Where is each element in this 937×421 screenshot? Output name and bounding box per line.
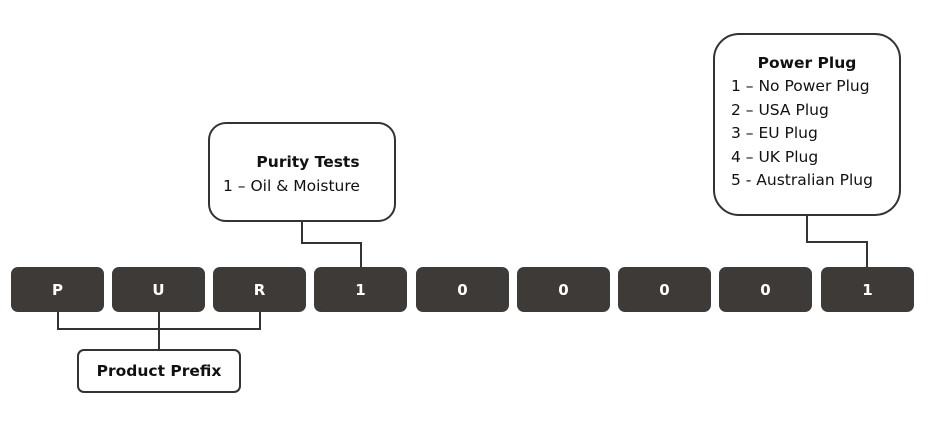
prefix-bracket	[158, 312, 160, 349]
power-plug-title: Power Plug	[757, 54, 857, 72]
purity-connector	[301, 242, 362, 244]
code-segment-power-plug: 1	[821, 267, 914, 312]
product-prefix-title: Product Prefix	[96, 362, 222, 380]
power-plug-item: 3 – EU Plug	[731, 124, 818, 142]
product-prefix-label: Product Prefix	[77, 349, 241, 393]
code-segment-u: U	[112, 267, 205, 312]
code-segment-digit-8: 0	[719, 267, 812, 312]
purity-tests-item: 1 – Oil & Moisture	[223, 177, 360, 195]
power-plug-item: 5 - Australian Plug	[731, 171, 873, 189]
code-segment-digit-7: 0	[618, 267, 711, 312]
purity-tests-callout: Purity Tests 1 – Oil & Moisture	[208, 122, 396, 222]
purity-connector	[301, 222, 303, 243]
prefix-bracket	[57, 312, 59, 329]
power-plug-connector	[806, 216, 808, 242]
purity-connector	[360, 242, 362, 267]
power-plug-connector	[866, 241, 868, 267]
code-segment-digit-5: 0	[416, 267, 509, 312]
power-plug-connector	[806, 241, 868, 243]
purity-tests-title: Purity Tests	[256, 153, 360, 171]
prefix-bracket	[57, 328, 261, 330]
power-plug-item: 2 – USA Plug	[731, 100, 829, 119]
prefix-bracket	[259, 312, 261, 329]
code-segment-purity: 1	[314, 267, 407, 312]
power-plug-callout: Power Plug 1 – No Power Plug 2 – USA Plu…	[713, 33, 901, 216]
power-plug-item: 1 – No Power Plug	[731, 77, 870, 95]
power-plug-item: 4 – UK Plug	[731, 147, 819, 166]
code-segment-p: P	[11, 267, 104, 312]
power-plug-list: 1 – No Power Plug 2 – USA Plug 3 – EU Pl…	[731, 75, 873, 193]
code-segment-r: R	[213, 267, 306, 312]
code-segment-digit-6: 0	[517, 267, 610, 312]
